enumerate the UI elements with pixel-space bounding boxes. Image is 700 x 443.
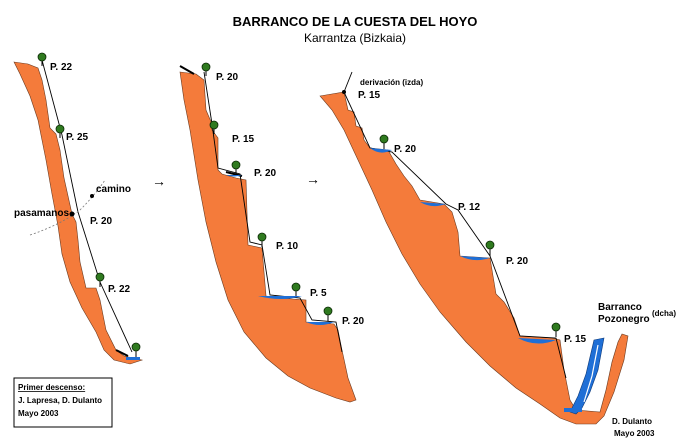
page-title: BARRANCO DE LA CUESTA DEL HOYO <box>233 14 478 29</box>
author-date: Mayo 2003 <box>614 429 655 438</box>
rock-profile-1 <box>13 61 144 365</box>
pool <box>460 256 490 261</box>
rappel-label: P. 5 <box>310 288 327 299</box>
anchor-1 <box>115 349 129 357</box>
tributary-side-label: (dcha) <box>652 309 676 318</box>
derivacion-anchor <box>342 90 346 94</box>
page-subtitle: Karrantza (Bizkaia) <box>304 31 406 45</box>
tree-icon <box>257 232 267 247</box>
rappel-label: P. 20 <box>216 72 238 83</box>
pool <box>226 175 242 177</box>
rappel-label: P. 20 <box>506 256 528 267</box>
first-descent-date: Mayo 2003 <box>18 409 59 418</box>
rappel-label: P. 25 <box>66 132 88 143</box>
pasamanos-anchor <box>69 211 75 217</box>
tree-icon <box>485 240 495 256</box>
tributary-label: Barranco <box>598 302 642 313</box>
tree-icon <box>201 62 211 76</box>
section-1: P. 22 P. 25 P. 20 P. 22 camino pasamanos <box>13 52 144 365</box>
section-2: P. 20 P. 15 P. 20 P. 10 P. 5 P. 20 <box>179 62 364 403</box>
anchor-2 <box>179 65 195 75</box>
camino-label: camino <box>96 184 131 195</box>
pool <box>370 148 392 153</box>
tree-icon <box>95 272 105 287</box>
rope-1 <box>41 59 133 353</box>
rappel-label: P. 12 <box>458 202 480 213</box>
rappel-label: P. 20 <box>254 168 276 179</box>
rappel-label: P. 20 <box>342 316 364 327</box>
pool <box>518 338 556 344</box>
tree-icon <box>291 282 301 297</box>
tributary-stream <box>569 337 605 415</box>
rappel-label: P. 20 <box>90 216 112 227</box>
rock-profile-2 <box>179 71 357 403</box>
arrow-icon: → <box>152 173 166 189</box>
pool <box>420 202 446 207</box>
tree-icon <box>131 342 141 357</box>
pool <box>258 296 302 299</box>
tree-icon <box>323 306 333 321</box>
pool <box>306 322 334 325</box>
tree-icon <box>379 134 389 149</box>
tributary-label: Pozonegro <box>598 314 650 325</box>
derivacion-label: derivación (izda) <box>360 78 423 87</box>
pasamanos-label: pasamanos <box>14 208 69 219</box>
tree-icon <box>551 322 561 337</box>
pool <box>126 357 140 360</box>
first-descent-heading: Primer descenso: <box>18 383 85 392</box>
derivacion-line <box>343 71 353 93</box>
rappel-label: P. 15 <box>232 134 254 145</box>
rappel-label: P. 15 <box>358 90 380 101</box>
rappel-label: P. 15 <box>564 334 586 345</box>
camino-path <box>29 179 106 236</box>
tree-icon <box>55 124 65 138</box>
camino-marker <box>90 194 94 198</box>
first-descent-names: J. Lapresa, D. Dulanto <box>18 396 102 405</box>
section-3: derivación (izda) P. 15 P. 20 P. 12 P. 2… <box>319 71 676 425</box>
stream-highlight <box>583 344 599 403</box>
rappel-label: P. 20 <box>394 144 416 155</box>
author-name: D. Dulanto <box>612 417 652 426</box>
pool <box>564 408 582 412</box>
arrow-icon: → <box>306 171 320 187</box>
tree-icon <box>231 160 241 174</box>
tree-icon <box>209 120 219 134</box>
rappel-label: P. 10 <box>276 241 298 252</box>
rappel-label: P. 22 <box>50 62 72 73</box>
rappel-label: P. 22 <box>108 284 130 295</box>
tree-icon <box>37 52 47 66</box>
first-descent-box <box>13 377 113 428</box>
